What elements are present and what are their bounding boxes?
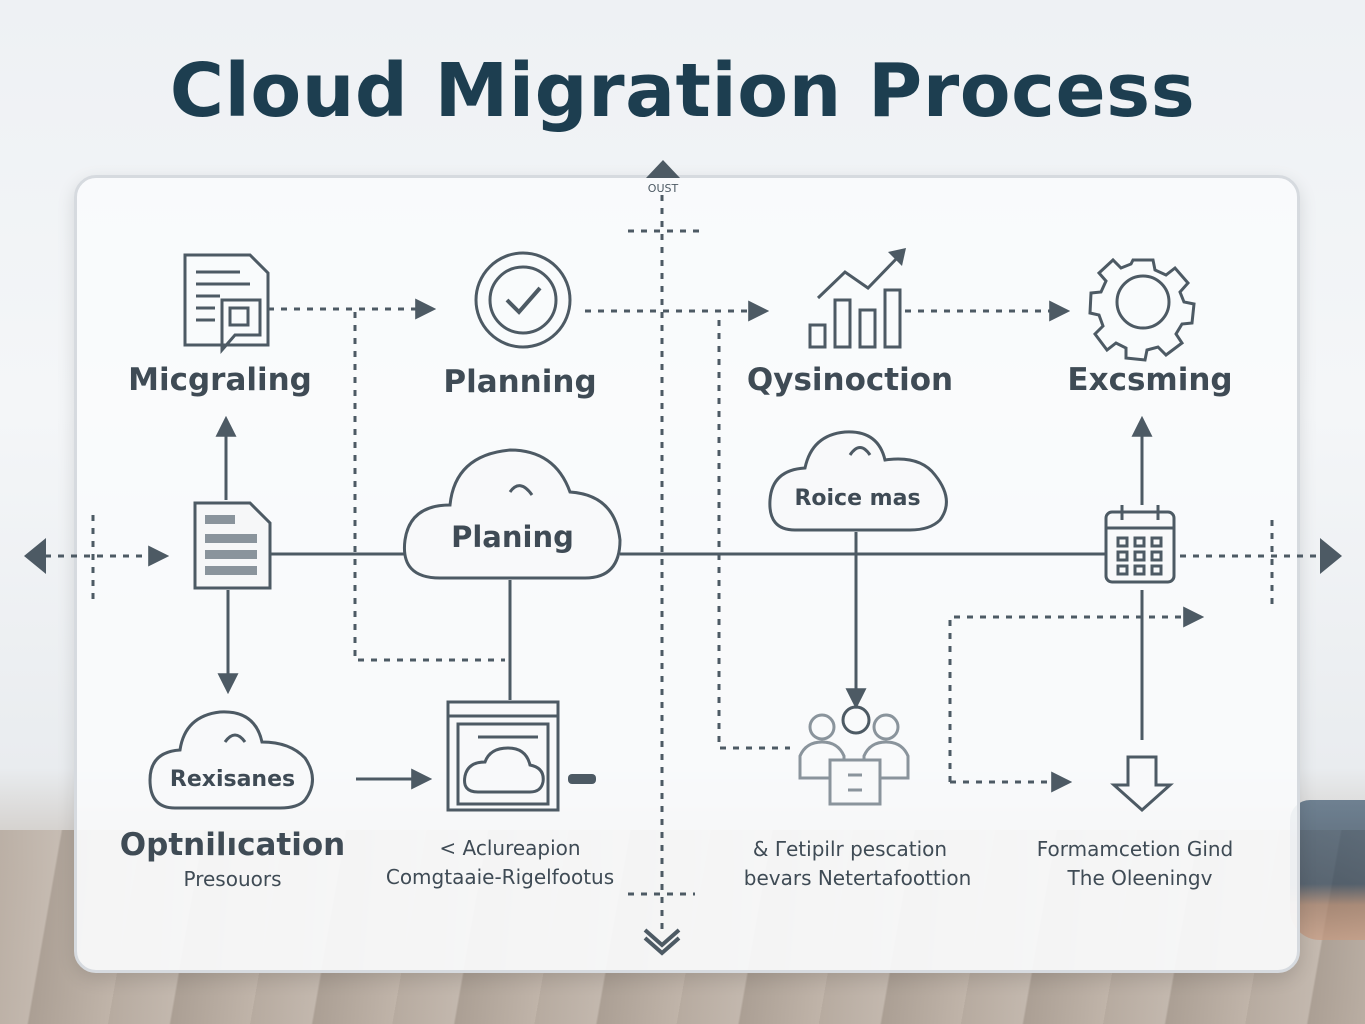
- top-tag: OUST: [648, 182, 679, 195]
- cloud-left-icon: [148, 710, 314, 810]
- label-far-right-line2: The Oleeningv: [1067, 866, 1213, 890]
- cloud-center-icon: [402, 448, 622, 580]
- label-optimization: Optnilıcation: [119, 827, 346, 863]
- label-migrating: Micgraling: [128, 362, 312, 398]
- label-center-line2: Comgtaaie-Rigelfootus: [385, 865, 615, 889]
- label-cloud-right: Roice mas: [794, 486, 921, 511]
- dashed-route-far-right-top: [948, 606, 1205, 782]
- label-right-line2: bevars Netertafoottion: [743, 866, 972, 890]
- file-list-icon: [193, 501, 272, 590]
- label-cloud-left: Rexisanes: [169, 767, 296, 792]
- checkmark-circle-icon: [474, 251, 572, 349]
- document-icon: [183, 253, 270, 355]
- label-optimization-sub: Presouors: [183, 867, 282, 891]
- page-title: Cloud Migration Process: [169, 48, 1196, 134]
- label-cloud-center: Planing: [451, 520, 574, 554]
- label-planning: Planning: [443, 364, 597, 400]
- calendar-icon: [1104, 505, 1176, 584]
- left-edge-arrowhead: [24, 538, 46, 574]
- diagram-panel: [74, 175, 1300, 973]
- cloud-right-icon: [768, 430, 948, 532]
- label-right-line1: & Γetipilr pescation: [752, 837, 948, 861]
- label-excsming: Excsming: [1067, 362, 1233, 398]
- bar-chart-trend-icon: [808, 248, 906, 349]
- top-up-arrow: [646, 160, 680, 178]
- dashed-route-left: [353, 312, 505, 662]
- download-arrow-icon: [1110, 755, 1174, 813]
- team-icon: [798, 705, 910, 806]
- gear-icon: [1088, 257, 1196, 362]
- label-qysinoction: Qysinoction: [746, 362, 954, 398]
- label-far-right-line1: Formamcetion Gind: [1036, 837, 1234, 861]
- background-person-blur: [1290, 800, 1365, 940]
- bottom-down-chevrons: [643, 928, 681, 956]
- right-edge-arrowhead: [1320, 538, 1342, 574]
- label-center-line1: < Aclureapion: [439, 836, 581, 860]
- window-cloud-icon: [446, 700, 596, 812]
